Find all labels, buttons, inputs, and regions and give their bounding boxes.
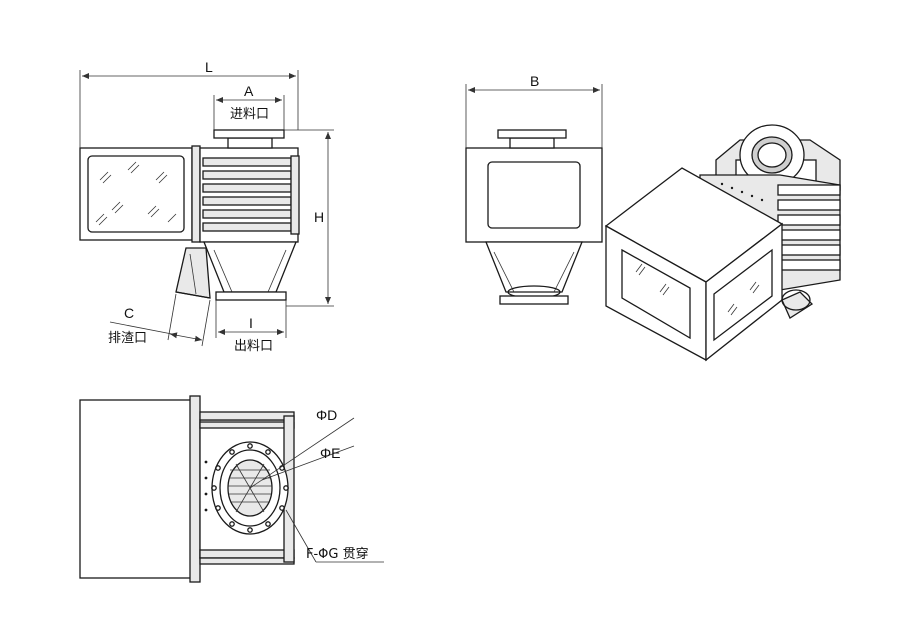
- front-hopper: [203, 241, 297, 293]
- dim-label-l: L: [205, 59, 213, 75]
- dim-label-h: H: [314, 209, 324, 225]
- outlet-label: 出料口: [234, 339, 273, 354]
- glass-hatch: [95, 161, 177, 226]
- isometric-view: [604, 124, 841, 362]
- side-outlet-flange: [499, 295, 569, 305]
- label-phi-e: ΦE: [320, 445, 341, 461]
- side-view: B: [465, 73, 603, 305]
- front-access-window: [87, 155, 185, 233]
- top-panel: [79, 399, 193, 579]
- inlet-label: 进料口: [230, 107, 269, 122]
- side-inlet-flange: [497, 129, 567, 139]
- dim-label-c: C: [124, 305, 134, 321]
- iso-bolt-dots: [720, 182, 764, 202]
- front-access-panel: [79, 147, 193, 241]
- dim-label-b: B: [530, 73, 539, 89]
- label-f-phi-g: F-ΦG 贯穿: [306, 546, 369, 562]
- inlet-flange: [213, 129, 285, 139]
- side-hopper: [485, 241, 583, 293]
- outlet-flange: [215, 291, 287, 301]
- front-view: L A 进料口 H I 出料口 C 排渣口: [79, 59, 334, 354]
- top-view: ΦD ΦE F-ΦG 贯穿: [79, 395, 384, 583]
- dim-label-a: A: [244, 83, 254, 99]
- dim-label-i: I: [249, 315, 253, 331]
- slag-outlet-label: 排渣口: [108, 331, 147, 346]
- label-phi-d: ΦD: [316, 407, 337, 423]
